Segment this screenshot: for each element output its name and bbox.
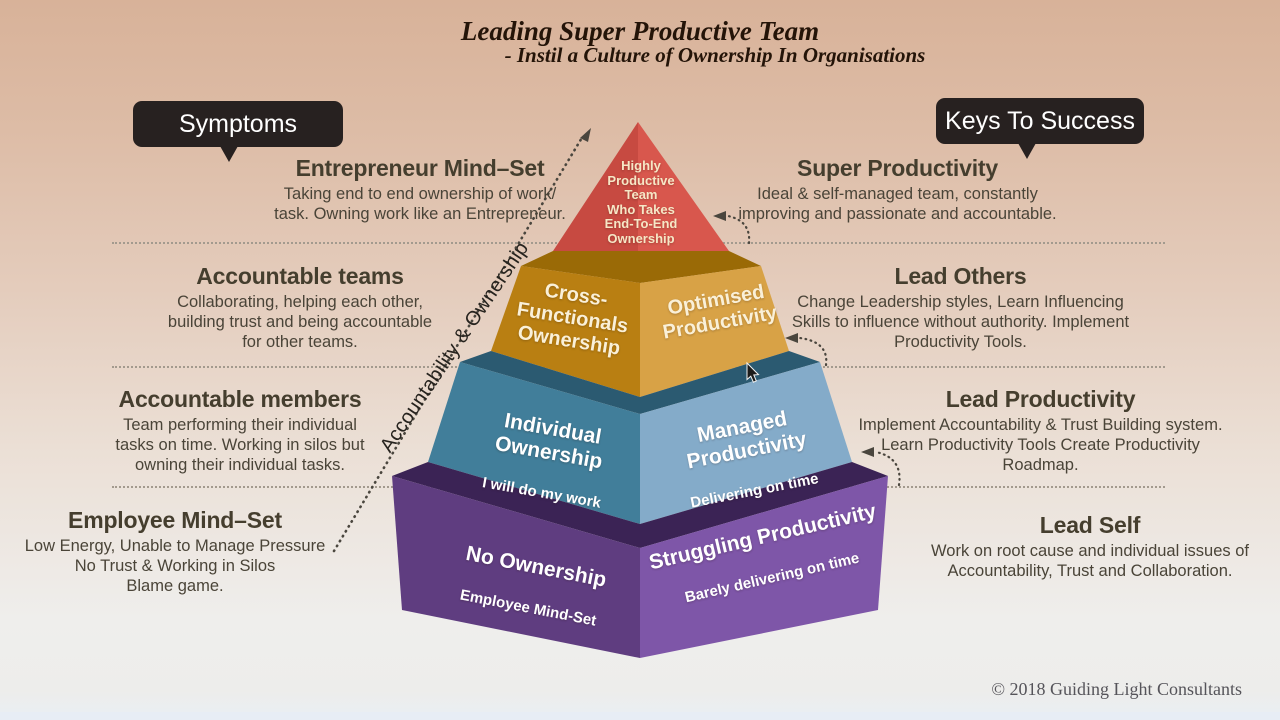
symptom-body: Low Energy, Unable to Manage Pressure No…	[24, 537, 326, 595]
pointer-arrowhead-icon	[713, 211, 726, 221]
pyramid-top-right-face	[638, 122, 729, 251]
pyramid-top-left-face	[553, 122, 638, 251]
symptom-body: Taking end to end ownership of work/ tas…	[274, 185, 566, 223]
symptom-heading: Accountable teams	[196, 263, 404, 289]
symptom-accountable-teams: Accountable teams Collaborating, helping…	[110, 263, 490, 352]
symptom-accountable-members: Accountable members Team performing thei…	[60, 386, 420, 475]
key-body: Implement Accountability & Trust Buildin…	[858, 416, 1223, 474]
gold-top-band	[521, 251, 761, 283]
keys-callout-label: Keys To Success	[945, 106, 1135, 135]
gold-right-face	[640, 266, 789, 397]
symptom-employee-mindset: Employee Mind–Set Low Energy, Unable to …	[0, 507, 355, 596]
keys-callout-pointer	[1018, 143, 1036, 159]
axis-arrowhead-icon	[580, 128, 591, 142]
key-heading: Lead Productivity	[945, 386, 1136, 412]
bottom-bar	[0, 712, 1280, 720]
key-heading: Super Productivity	[797, 155, 998, 181]
pyramid-label-top: Highly Productive Team Who Takes End-To-…	[604, 158, 678, 246]
key-lead-self: Lead Self Work on root cause and individ…	[900, 512, 1280, 582]
page-title: Leading Super Productive Team	[460, 16, 820, 46]
symptom-heading: Entrepreneur Mind–Set	[295, 155, 545, 181]
key-body: Work on root cause and individual issues…	[931, 542, 1249, 580]
mouse-cursor-icon	[746, 361, 760, 383]
blue-right-face	[640, 362, 852, 524]
key-super-productivity: Super Productivity Ideal & self-managed …	[705, 155, 1090, 225]
key-body: Change Leadership styles, Learn Influenc…	[791, 293, 1130, 351]
purple-top-band	[392, 462, 888, 548]
key-heading: Lead Self	[1039, 512, 1141, 538]
blue-top-band	[460, 351, 820, 414]
key-body: Ideal & self-managed team, constantly im…	[738, 185, 1057, 223]
purple-right-face	[640, 476, 888, 658]
symptom-body: Collaborating, helping each other, build…	[167, 293, 433, 351]
symptom-heading: Accountable members	[118, 386, 362, 412]
face-main-text: Individual Ownership	[493, 409, 605, 473]
gold-left-face	[491, 266, 640, 397]
pointer-arrowhead-icon	[861, 447, 874, 457]
page-subtitle: - Instil a Culture of Ownership In Organ…	[504, 43, 926, 67]
symptoms-callout-label: Symptoms	[178, 109, 298, 138]
key-lead-productivity: Lead Productivity Implement Accountabili…	[843, 386, 1238, 475]
symptom-entrepreneur-mindset: Entrepreneur Mind–Set Taking end to end …	[230, 155, 610, 225]
symptom-body: Team performing their individual tasks o…	[115, 416, 365, 474]
copyright-text: © 2018 Guiding Light Consultants	[991, 679, 1242, 699]
purple-left-face	[392, 476, 640, 658]
accountability-axis-arrow	[332, 134, 585, 553]
key-heading: Lead Others	[894, 263, 1027, 289]
pointer-arrowhead-icon	[785, 333, 798, 343]
keys-callout: Keys To Success	[936, 98, 1144, 144]
symptom-heading: Employee Mind–Set	[68, 507, 282, 533]
symptoms-callout-pointer	[220, 146, 238, 162]
blue-left-face	[428, 362, 640, 524]
key-lead-others: Lead Others Change Leadership styles, Le…	[768, 263, 1153, 352]
symptoms-callout: Symptoms	[133, 101, 343, 147]
pointer-arrow-lead-productivity	[874, 450, 901, 487]
